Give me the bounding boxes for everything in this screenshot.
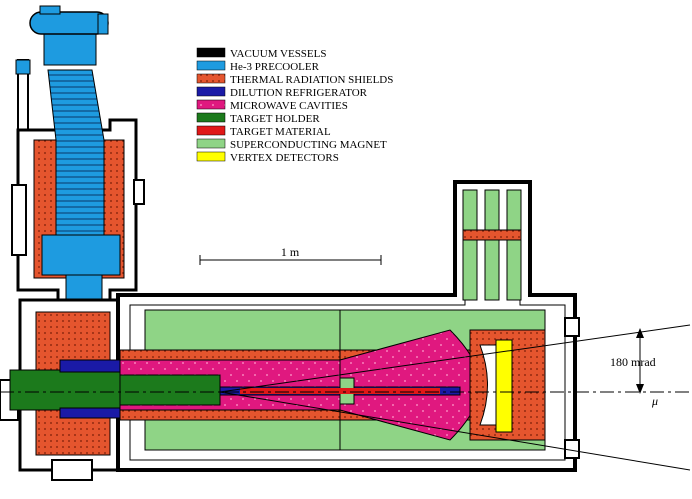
legend-swatch (196, 73, 226, 84)
angle-label: 180 mrad (610, 355, 656, 369)
refrigerator-tower (11, 5, 145, 375)
bottom-flange (51, 459, 93, 481)
legend-label: VACUUM VESSELS (230, 48, 326, 60)
legend-item: VACUUM VESSELS (196, 47, 326, 60)
dilution-refrigerator-upper (59, 359, 121, 373)
legend-swatch (196, 151, 226, 162)
legend-swatch (196, 99, 226, 110)
legend-label: He-3 PRECOOLER (230, 61, 320, 73)
legend-label: THERMAL RADIATION SHIELDS (230, 74, 393, 86)
precooler-port (97, 13, 109, 35)
angle-arrow-bottom-icon (636, 384, 644, 394)
precooler-head (43, 29, 97, 66)
legend-label: DILUTION REFRIGERATOR (230, 87, 368, 99)
legend-item: TARGET MATERIAL (196, 125, 331, 138)
legend-item: TARGET HOLDER (196, 112, 320, 125)
legend-swatch (196, 60, 226, 71)
target-material (240, 388, 440, 394)
precooler-valve (39, 5, 61, 15)
legend-label: TARGET HOLDER (230, 113, 320, 125)
precooler-base (41, 234, 121, 276)
legend-item: VERTEX DETECTORS (196, 151, 339, 164)
legend-swatch (196, 47, 226, 58)
beam-geometry (0, 255, 691, 471)
target-holder (9, 369, 121, 411)
legend-item: THERMAL RADIATION SHIELDS (196, 73, 393, 86)
beam-label: μ (651, 394, 658, 408)
scale-bar-label: 1 m (281, 245, 300, 259)
legend-swatch (196, 86, 226, 97)
vertex-detectors (495, 339, 513, 433)
legend-swatch (196, 138, 226, 149)
target-holder-rod (119, 374, 221, 406)
legend-item: SUPERCONDUCTING MAGNET (196, 138, 387, 151)
legend-label: VERTEX DETECTORS (230, 152, 339, 164)
acceptance-line-lower (219, 391, 691, 471)
magnet-tower-shield (462, 229, 522, 241)
legend-item: MICROWAVE CAVITIES (196, 99, 348, 112)
dilution-refrigerator-lower (59, 407, 121, 419)
tower-flange-left (11, 184, 27, 256)
main-cryostat (116, 180, 580, 472)
magnet-lead-3 (506, 189, 522, 301)
target-holder-assembly (9, 359, 461, 419)
angle-arrow-top-icon (636, 328, 644, 338)
precooler-dome (29, 11, 109, 35)
precooler-stack (47, 69, 105, 236)
magnet-lead-1 (462, 189, 478, 301)
tower-flange-right (133, 179, 145, 205)
magnet-lead-2 (484, 189, 500, 301)
legend-label: TARGET MATERIAL (230, 126, 331, 138)
legend-item: DILUTION REFRIGERATOR (196, 86, 368, 99)
legend-swatch (196, 125, 226, 136)
legend-item: He-3 PRECOOLER (196, 60, 320, 73)
legend-label: MICROWAVE CAVITIES (230, 100, 348, 112)
legend-swatch (196, 112, 226, 123)
right-flange-top (564, 317, 580, 337)
legend-label: SUPERCONDUCTING MAGNET (230, 139, 387, 151)
acceptance-line-upper (219, 324, 691, 393)
right-flange-bottom (564, 439, 580, 459)
side-pipe-valve (15, 59, 31, 75)
